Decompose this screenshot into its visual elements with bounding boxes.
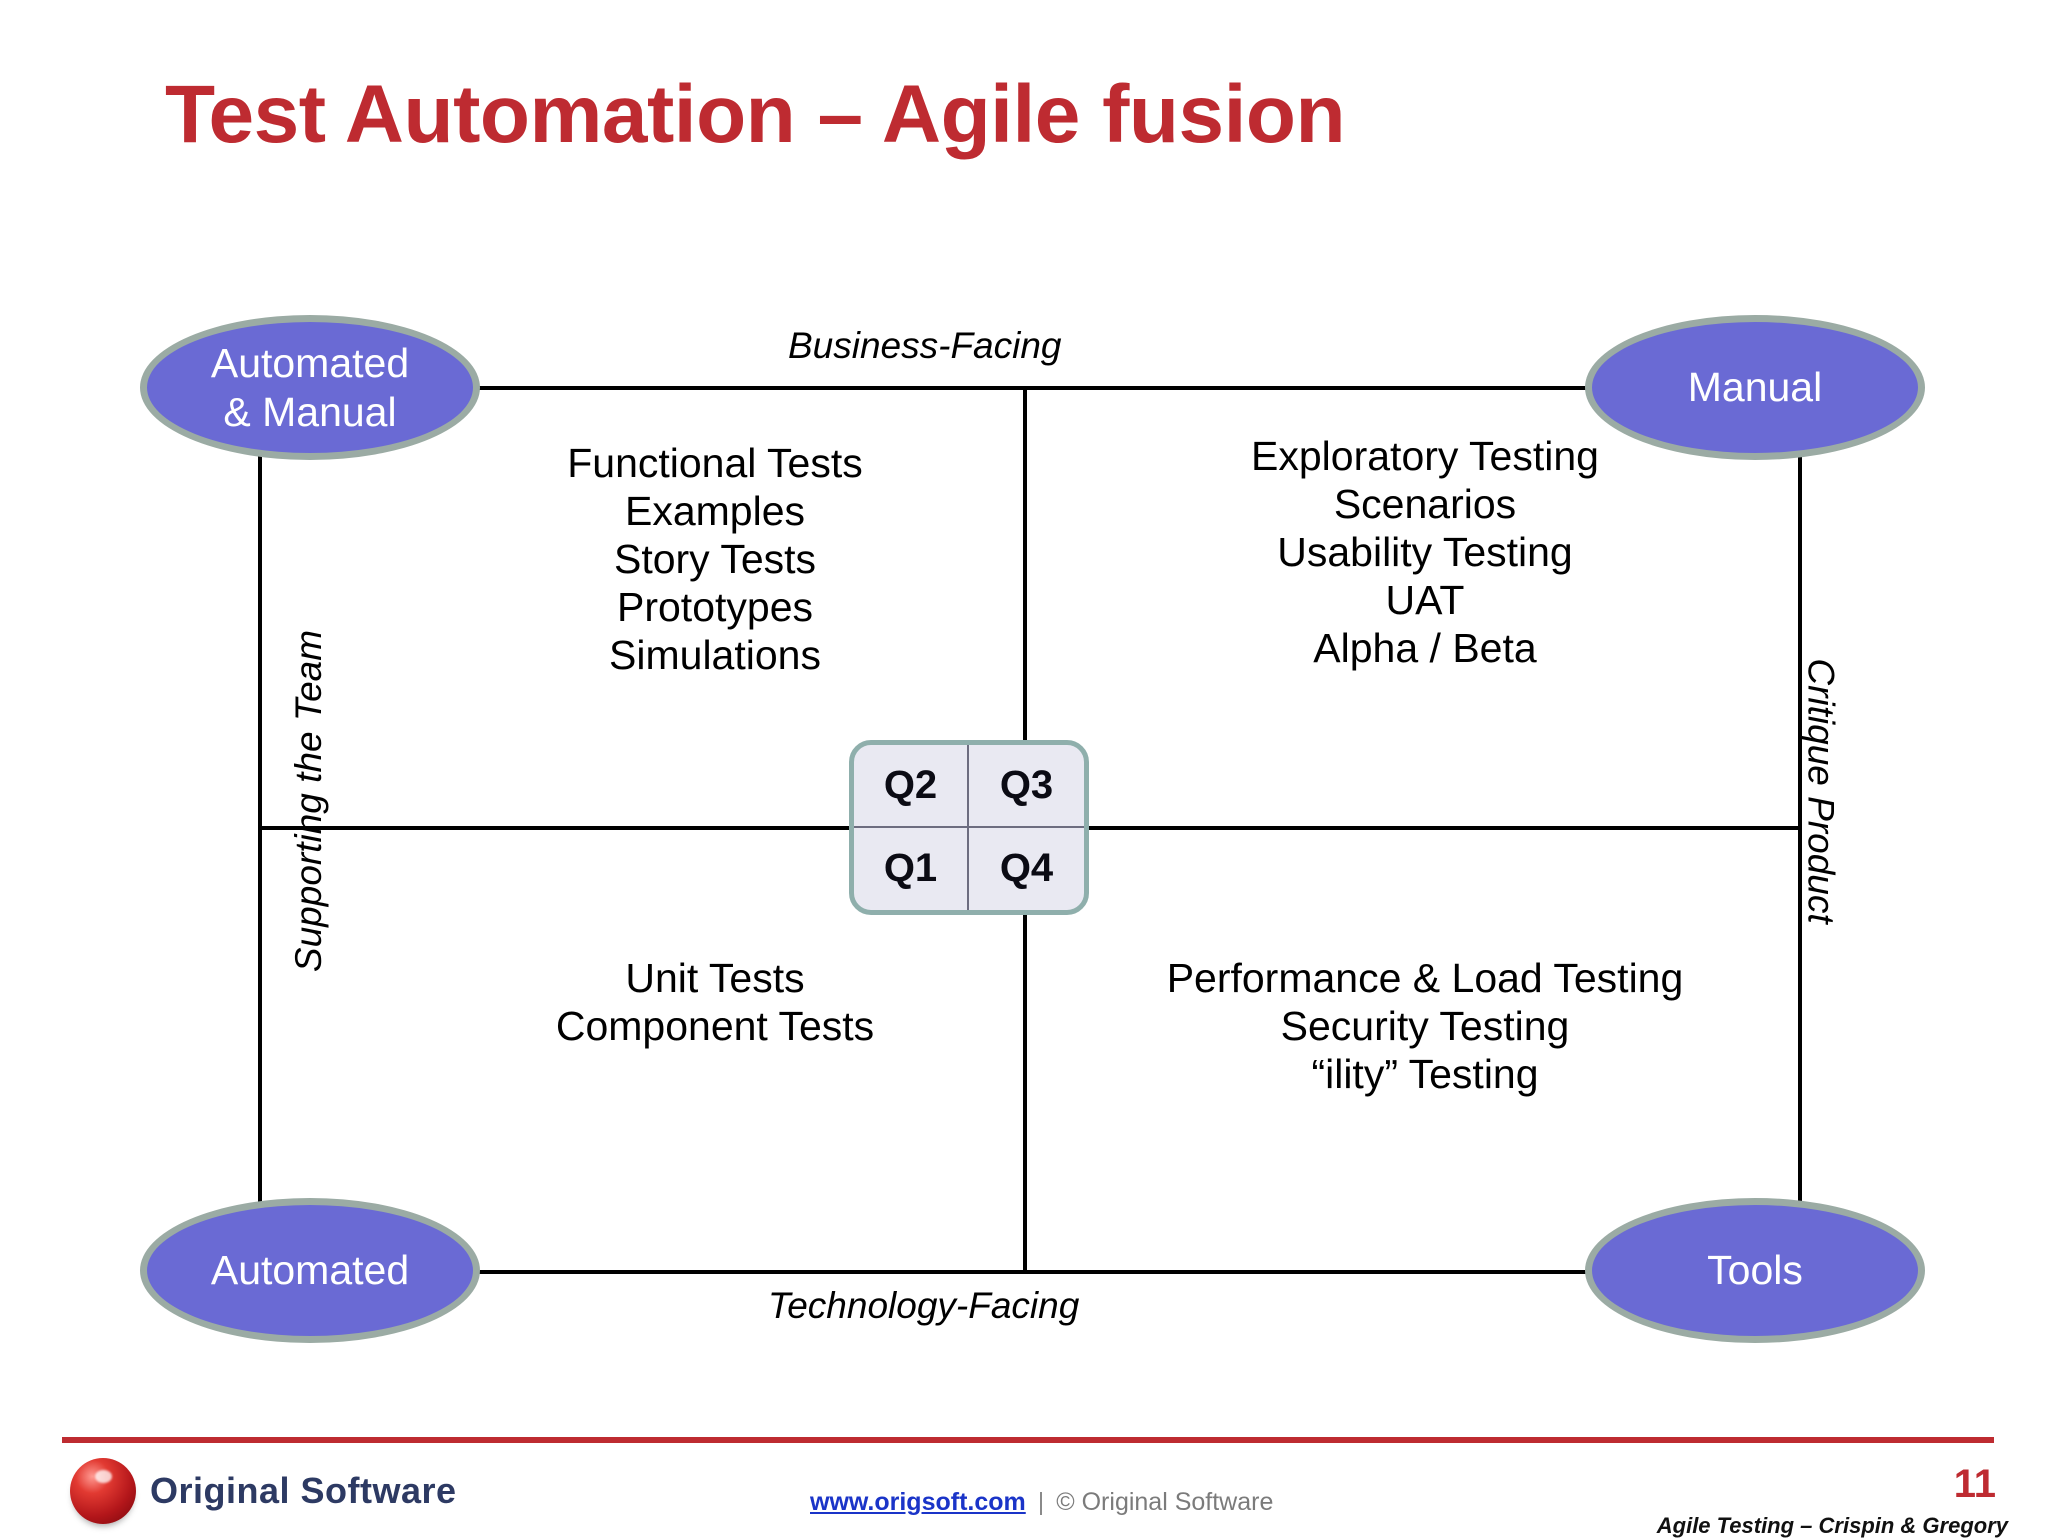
quadrant-q1-content: Unit Tests Component Tests bbox=[555, 955, 875, 1049]
quadrant-legend-box: Q2 Q3 Q1 Q4 bbox=[849, 740, 1089, 915]
bubble-bottom-left-automated: Automated bbox=[140, 1198, 480, 1343]
sphere-logo-icon bbox=[70, 1458, 136, 1524]
frame-line-left bbox=[258, 386, 262, 1274]
brand-name: Original Software bbox=[150, 1470, 457, 1511]
footer-separator: | bbox=[1037, 1488, 1045, 1516]
page-number: 11 bbox=[1953, 1462, 1996, 1506]
axis-label-business-facing: Business-Facing bbox=[788, 325, 1062, 366]
legend-cell-q2: Q2 bbox=[854, 745, 969, 828]
book-reference: Agile Testing – Crispin & Gregory bbox=[1656, 1513, 2008, 1538]
footer-divider bbox=[62, 1437, 1994, 1443]
bubble-top-left-automated-and-manual: Automated & Manual bbox=[140, 315, 480, 460]
quadrant-q3-content: Exploratory Testing Scenarios Usability … bbox=[1251, 433, 1599, 671]
bubble-label: Automated & Manual bbox=[210, 340, 410, 435]
frame-line-right bbox=[1798, 386, 1802, 1274]
legend-cell-q3: Q3 bbox=[969, 745, 1084, 828]
website-link[interactable]: www.origsoft.com bbox=[810, 1488, 1026, 1516]
bubble-bottom-right-tools: Tools bbox=[1585, 1198, 1925, 1343]
frame-line-top bbox=[258, 386, 1802, 390]
axis-label-supporting-the-team: Supporting the Team bbox=[288, 629, 330, 973]
bubble-label: Tools bbox=[1707, 1247, 1803, 1294]
bubble-top-right-manual: Manual bbox=[1585, 315, 1925, 460]
axis-label-critique-product: Critique Product bbox=[1800, 658, 1842, 924]
quadrant-q2-content: Functional Tests Examples Story Tests Pr… bbox=[567, 440, 863, 678]
page-title: Test Automation – Agile fusion bbox=[165, 69, 1346, 160]
legend-cell-q4: Q4 bbox=[999, 846, 1054, 891]
bubble-label: Automated bbox=[210, 1247, 410, 1294]
frame-line-bottom bbox=[258, 1270, 1802, 1274]
footer-center-block: www.origsoft.com | © Original Software bbox=[810, 1488, 1273, 1517]
bubble-label: Manual bbox=[1687, 364, 1823, 411]
legend-cell-q1: Q1 bbox=[854, 827, 969, 910]
quadrant-q4-content: Performance & Load Testing Security Test… bbox=[1166, 955, 1684, 1097]
axis-label-technology-facing: Technology-Facing bbox=[768, 1285, 1080, 1326]
brand-logo: Original Software bbox=[70, 1458, 457, 1524]
testing-quadrants-diagram: Business-Facing Technology-Facing Suppor… bbox=[140, 290, 1925, 1360]
copyright-text: © Original Software bbox=[1056, 1488, 1274, 1516]
